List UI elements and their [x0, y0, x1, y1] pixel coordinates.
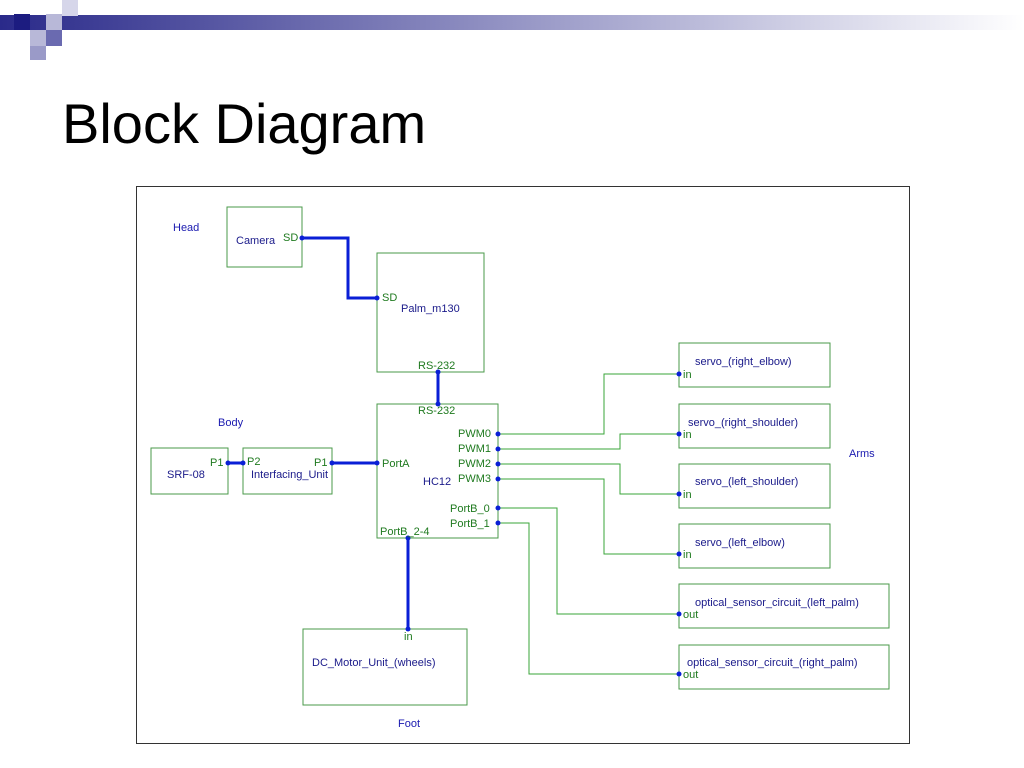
hc12-port-pwm0: PWM0 [458, 428, 491, 440]
diagram-frame [136, 186, 910, 744]
interface-block [242, 447, 333, 495]
palm-port-sd: SD [382, 292, 398, 304]
servo-left-shoulder-name: servo_(left_shoulder) [695, 476, 799, 488]
hc12-port-pwm1: PWM1 [458, 443, 491, 455]
hc12-name: HC12 [423, 476, 452, 488]
servo-left-elbow-port: in [683, 549, 692, 561]
palm-block [376, 252, 485, 373]
srf-block [150, 447, 229, 495]
servo-left-elbow-block [678, 523, 831, 569]
palm-port-rs232: RS-232 [418, 360, 456, 372]
hc12-port-portb1: PortB_1 [450, 518, 490, 530]
interface-port-p1: P1 [314, 457, 328, 469]
optical-right-port: out [683, 669, 699, 681]
camera-name: Camera [236, 235, 276, 247]
palm-name: Palm_m130 [401, 303, 460, 315]
wire-camera-palm [302, 236, 377, 300]
interface-name: Interfacing_Unit [251, 469, 329, 481]
hc12-port-porta: PortA [382, 458, 410, 470]
servo-left-shoulder-port: in [683, 489, 692, 501]
motor-block [302, 628, 468, 706]
optical-left-name: optical_sensor_circuit_(left_palm) [695, 597, 859, 609]
wire-portb1 [498, 522, 679, 675]
optical-right-name: optical_sensor_circuit_(right_palm) [687, 657, 858, 669]
wire-pwm2 [498, 463, 679, 495]
wire-pwm3 [498, 478, 679, 555]
hc12-port-portb24: PortB_2-4 [380, 526, 430, 538]
wire-portb0 [498, 507, 679, 615]
motor-port-in: in [404, 631, 413, 643]
interface-port-p2: P2 [247, 456, 261, 468]
group-label-foot: Foot [398, 718, 421, 730]
hc12-port-pwm2: PWM2 [458, 458, 491, 470]
servo-right-elbow-block [678, 342, 831, 388]
srf-port-p1: P1 [210, 457, 224, 469]
servo-left-shoulder-block [678, 463, 831, 509]
page-title: Block Diagram [62, 92, 427, 155]
servo-right-elbow-port: in [683, 369, 692, 381]
optical-left-port: out [683, 609, 699, 621]
hc12-port-portb0: PortB_0 [450, 503, 490, 515]
camera-port-sd: SD [283, 232, 299, 244]
servo-right-elbow-name: servo_(right_elbow) [695, 356, 792, 368]
hc12-port-pwm3: PWM3 [458, 473, 491, 485]
servo-right-shoulder-port: in [683, 429, 692, 441]
group-label-head: Head [173, 222, 200, 234]
optical-left-block [678, 583, 890, 629]
optical-right-block [678, 644, 890, 690]
group-label-body: Body [218, 417, 244, 429]
wire-pwm0 [498, 373, 679, 435]
servo-left-elbow-name: servo_(left_elbow) [695, 537, 785, 549]
servo-right-shoulder-block [678, 403, 831, 449]
motor-name: DC_Motor_Unit_(wheels) [312, 657, 436, 669]
group-label-arms: Arms [849, 448, 875, 460]
srf-name: SRF-08 [167, 469, 205, 481]
servo-right-shoulder-name: servo_(right_shoulder) [688, 417, 799, 429]
hc12-port-rs232: RS-232 [418, 405, 456, 417]
slide-decoration [0, 0, 1024, 60]
wire-pwm1 [498, 433, 679, 450]
